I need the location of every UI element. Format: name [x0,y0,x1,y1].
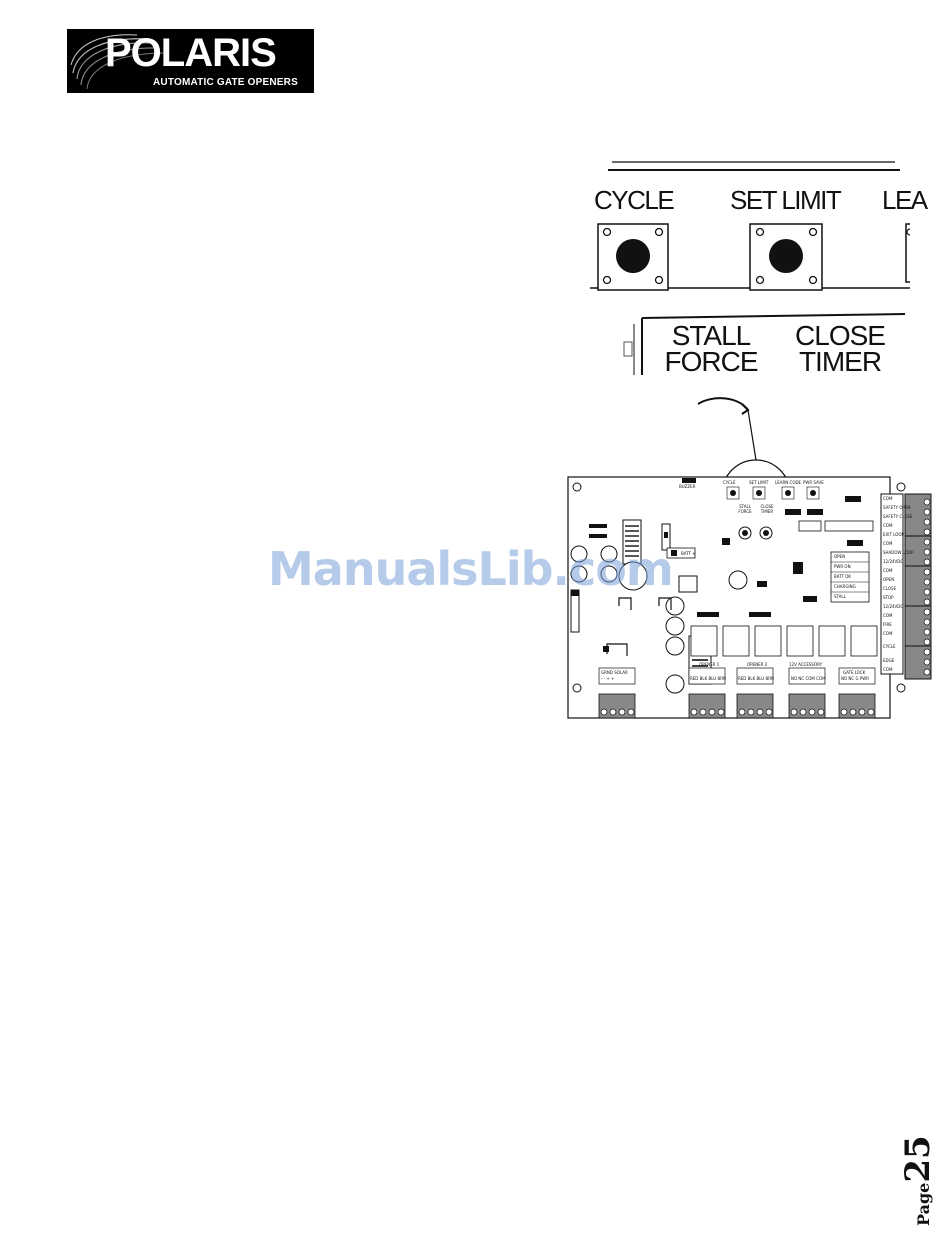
term-label: COM [883,631,893,636]
led-label-batt-ok: BATT OK [834,574,852,579]
block-pins: NO NC COM COM [791,676,826,681]
term-label: COM [883,667,893,672]
term-label: STOP [883,595,894,600]
block-title: 12V ACCESSORY [789,662,823,667]
board-label-pwr-save: PWR SAVE [803,480,824,485]
term-label: 12/24VDC [883,604,904,609]
control-board-diagram: CYCLE SET LIMIT LEARN CODE PWR SAVE BUZZ… [567,476,947,719]
page-number: Page25 [898,1135,944,1226]
term-label: CLOSE [883,586,897,591]
term-label: COM [883,568,893,573]
board-label-close-timer: CLOSE TIMER [760,504,774,514]
board-label-stall-force: STALL FORCE [738,504,752,514]
term-label: COM [883,613,893,618]
led-label-charging: CHARGING [834,584,856,589]
block-title: GATE LOCK [843,670,866,675]
board-label-cycle: CYCLE [723,480,736,485]
term-label: EXIT LOOP [883,532,904,537]
zoom-set-limit-button [749,223,823,291]
term-label: SAFETY OPEN [883,505,911,510]
board-label-set-limit: SET LIMIT [749,480,769,485]
block-title: OPENER 1 [699,662,720,667]
block-pins: - - + + [601,676,615,681]
term-label: COM [883,496,893,501]
logo-wordmark: POLARIS [105,31,277,75]
logo-tagline: AUTOMATIC GATE OPENERS [153,77,298,88]
board-label-buzzer: BUZZER [679,484,696,489]
led-label-open: OPEN [834,554,846,559]
term-label: FIRE [883,622,892,627]
page-number-value: 25 [898,1135,938,1183]
board-label-learn-code: LEARN CODE [775,480,802,485]
zoom-panel-lines [590,161,910,375]
block-pins: RED BLK BLU BRN [738,676,775,681]
term-label: COM [883,541,893,546]
term-label: 12/24VDC [883,559,904,564]
page-word: Page [914,1182,933,1226]
term-label: SHADOW LOOP [883,550,914,555]
term-label: COM [883,523,893,528]
term-label: EDGE [883,658,895,663]
manualslib-watermark: ManualsLib.com [268,542,674,596]
zoom-label-learn-code: LEA [882,185,928,215]
led-label-stall: STALL [834,594,846,599]
term-label: CYCLE [883,644,896,649]
logo-swirl-graphic [70,34,166,90]
led-label-pwr-on: PWR ON [834,564,851,569]
block-pins: NO NC G PWR [841,676,869,681]
block-title: GRND SOLAR [601,670,628,675]
zoom-label-set-limit: SET LIMIT [730,185,842,215]
zoom-label-cycle: CYCLE [594,185,675,215]
zoom-cycle-button [597,223,669,291]
block-title: OPENER 2 [747,662,768,667]
term-label: SAFETY CLOSE [883,514,913,519]
board-drawing [567,476,932,719]
term-label: OPEN [883,577,895,582]
board-label-batt: BATT + [681,551,696,556]
block-pins: RED BLK BLU BRN [690,676,727,681]
polaris-logo: POLARIS AUTOMATIC GATE OPENERS [67,29,314,93]
